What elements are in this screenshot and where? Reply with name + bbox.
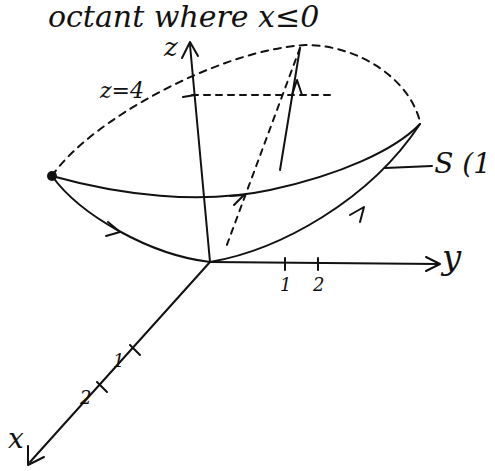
axis-arrow bbox=[28, 446, 44, 465]
x-axis bbox=[30, 262, 210, 462]
orientation-arrow bbox=[230, 195, 244, 205]
orientation-arrow bbox=[292, 80, 302, 95]
trace-curve bbox=[52, 176, 210, 262]
tick-number: 1 bbox=[113, 352, 124, 370]
level-line bbox=[192, 94, 330, 96]
surface-label: S (1 bbox=[434, 150, 491, 178]
trace-curve bbox=[210, 124, 420, 262]
leader-line bbox=[385, 166, 432, 168]
axis-label: z bbox=[164, 34, 178, 60]
tick-number: 2 bbox=[313, 276, 324, 294]
y-axis bbox=[210, 262, 438, 264]
tick-number: 1 bbox=[280, 276, 291, 294]
tick bbox=[285, 258, 318, 270]
tick-number: 2 bbox=[80, 389, 91, 407]
back-rim bbox=[52, 45, 420, 176]
heading-note: octant where x≤0 bbox=[48, 2, 319, 32]
z-axis bbox=[190, 45, 210, 262]
hidden-line bbox=[225, 48, 300, 250]
vertical-line bbox=[280, 48, 300, 170]
orientation-arrow bbox=[350, 207, 364, 222]
level-label: z=4 bbox=[100, 80, 144, 102]
tick bbox=[97, 345, 140, 392]
axis-label: x bbox=[8, 425, 24, 453]
orientation-arrow bbox=[106, 222, 120, 236]
axis-arrow bbox=[182, 42, 198, 58]
axis-label: y bbox=[442, 240, 461, 274]
axis-arrow bbox=[426, 257, 440, 271]
point-dot bbox=[47, 171, 57, 181]
